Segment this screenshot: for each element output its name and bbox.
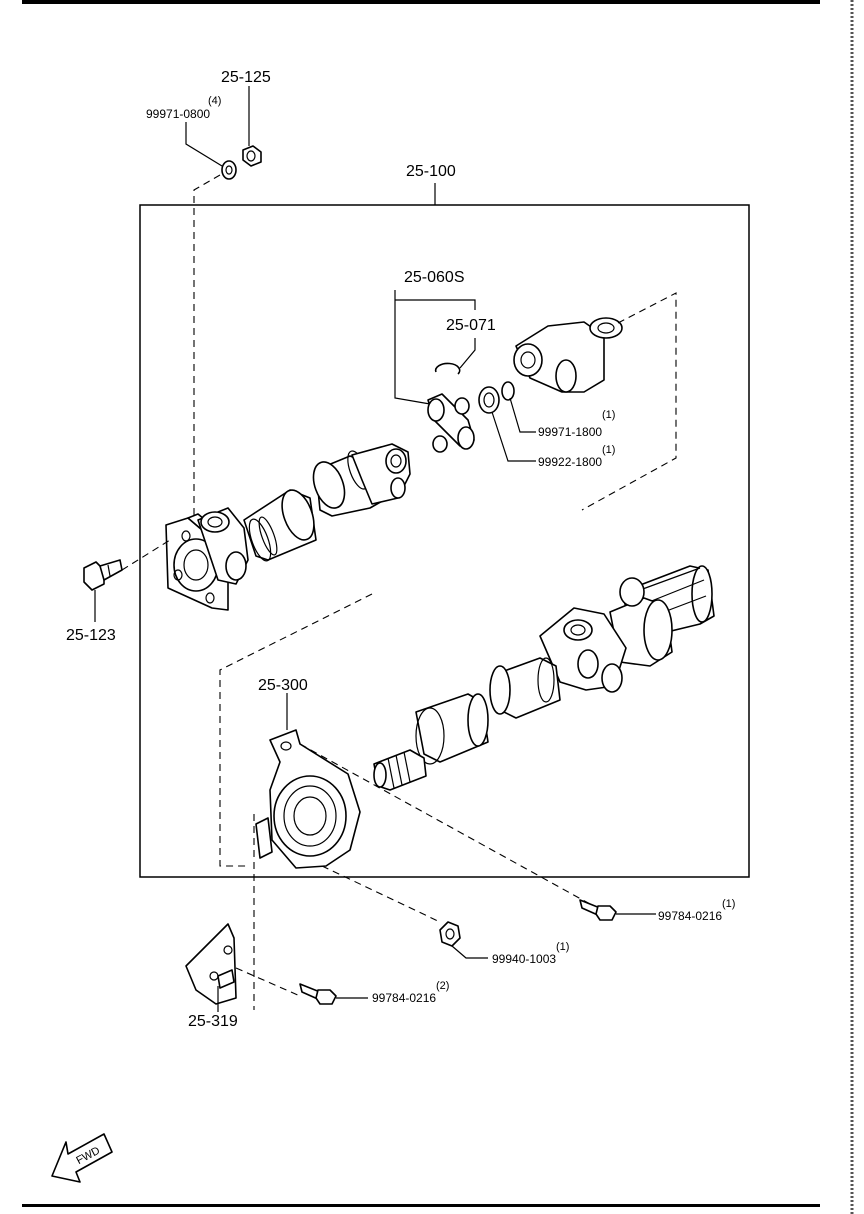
callout-99784-0216-a: 99784-0216 (658, 909, 722, 923)
washer-99971-1800[interactable] (501, 381, 515, 401)
dash-flange-bolt (121, 539, 171, 571)
callout-25-123: 25-123 (66, 627, 116, 644)
callout-99784-0216-a-qty: (1) (722, 898, 735, 910)
stud-on-bracket[interactable] (217, 969, 235, 989)
upper-yoke[interactable] (351, 443, 411, 505)
snap-ring-25-071[interactable] (434, 362, 461, 375)
dash-lower-left (219, 593, 373, 867)
lower-slip-tube[interactable] (415, 693, 489, 765)
callout-99971-1800-qty: (1) (602, 409, 615, 421)
callout-99922-1800-qty: (1) (602, 444, 615, 456)
dash-bearing-bolt (299, 743, 591, 905)
rear-spline-stub[interactable] (373, 749, 427, 791)
spider-kit-25-060s[interactable] (427, 393, 475, 453)
callout-99784-0216-b: 99784-0216 (372, 991, 436, 1005)
lower-shaft-tube[interactable] (489, 657, 561, 719)
callout-25-060s: 25-060S (404, 269, 465, 286)
callout-25-300: 25-300 (258, 677, 308, 694)
callout-99922-1800: 99922-1800 (538, 455, 602, 469)
dash-bearing-nut (321, 865, 441, 923)
bolt-99784-0216-a[interactable] (579, 899, 617, 921)
callout-99971-0800: 99971-0800 (146, 107, 210, 121)
rear-u-joint[interactable] (197, 507, 249, 585)
front-yoke[interactable] (513, 317, 623, 393)
dash-washer-flange (193, 174, 221, 530)
leader-99922-1800 (491, 411, 536, 462)
dash-front-yoke (581, 292, 677, 511)
leader-99971-1800 (509, 397, 536, 433)
assembly-frame (139, 204, 750, 878)
bottom-border (22, 1204, 820, 1207)
center-bearing-25-300[interactable] (269, 729, 361, 869)
bolt-25-123[interactable] (83, 559, 123, 591)
fwd-arrow-icon: FWD (51, 1133, 113, 1183)
bearing-bracket-tab[interactable] (255, 817, 273, 859)
seal-99922-1800[interactable] (478, 386, 500, 414)
callout-99940-1003-qty: (1) (556, 941, 569, 953)
callout-25-071: 25-071 (446, 317, 496, 334)
callout-25-125: 25-125 (221, 69, 271, 86)
callout-99971-0800-qty: (4) (208, 95, 221, 107)
lower-u-joint[interactable] (539, 607, 627, 693)
nut-99940-1003[interactable] (439, 921, 461, 947)
bracket-25-319[interactable] (185, 923, 237, 1005)
leader-25-071 (459, 338, 476, 369)
nut-25-125[interactable] (242, 145, 262, 167)
dash-bracket-bolt (235, 967, 301, 997)
leader-25-060s-b (395, 299, 476, 310)
leader-99940-1003 (451, 945, 488, 959)
washer-99971-0800[interactable] (221, 160, 237, 180)
bolt-99784-0216-b[interactable] (299, 983, 337, 1005)
callout-99940-1003: 99940-1003 (492, 952, 556, 966)
callout-25-100: 25-100 (406, 163, 456, 180)
top-border (22, 0, 820, 4)
leader-99971-0800 (185, 122, 223, 167)
leader-25-060s (394, 290, 431, 405)
callout-99971-1800: 99971-1800 (538, 425, 602, 439)
callout-25-319: 25-319 (188, 1013, 238, 1030)
callout-99784-0216-b-qty: (2) (436, 980, 449, 992)
upper-shaft-tube-rear[interactable] (243, 486, 320, 564)
